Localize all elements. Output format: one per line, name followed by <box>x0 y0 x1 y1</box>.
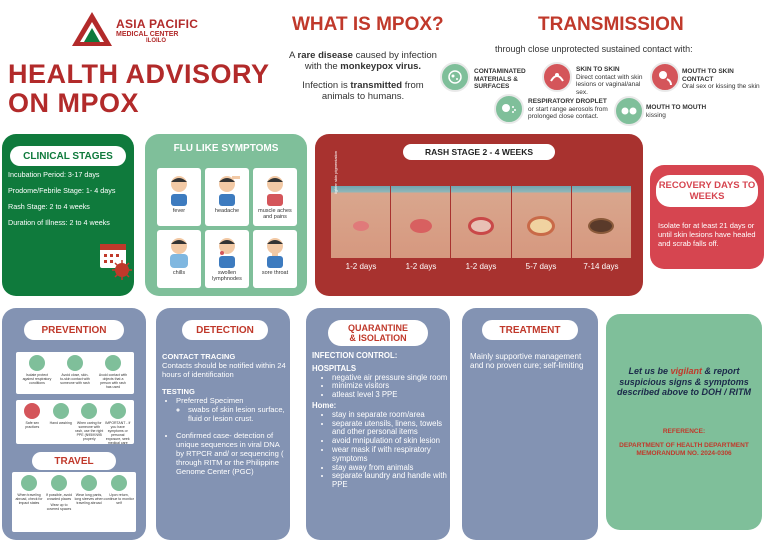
rash-progression-images <box>331 186 632 258</box>
transmission-item-surfaces: CONTAMINATED MATERIALS & SURFACES <box>474 68 526 90</box>
ppe-icon <box>81 403 98 419</box>
flu-symptoms-title: FLU LIKE SYMPTOMS <box>173 143 279 154</box>
sore-throat-icon <box>267 238 283 268</box>
rash-stage-title: RASH STAGE 2 - 4 WEEKS <box>403 144 555 160</box>
reference-text: DEPARTMENT OF HEALTH DEPARTMENT MEMORAND… <box>619 442 749 457</box>
calendar-virus-icon <box>100 244 132 280</box>
vigilant-message: Let us be vigilant & report suspicious s… <box>616 366 752 397</box>
transmission-subtitle: through close unprotected sustained cont… <box>495 44 693 54</box>
crowd-icon <box>51 475 67 491</box>
rash-image-day1 <box>331 186 391 258</box>
mask-icon <box>29 355 45 371</box>
symptom-swollen-lymphnodes: swollen lymphnodes <box>205 230 249 288</box>
symptom-fever: fever <box>157 168 201 226</box>
symptom-headache: headache <box>205 168 249 226</box>
travel-check-icon <box>21 475 37 491</box>
symptom-muscle-aches: muscle aches and pains <box>253 168 297 226</box>
what-is-mpox-text: A rare disease caused by infection with … <box>289 50 437 102</box>
travel-panel: When traveling abroad, check for impact … <box>12 472 136 532</box>
prevention-panel-1: Isolate protect against respiratory cond… <box>16 352 134 394</box>
hospital-logo-text: ASIA PACIFIC MEDICAL CENTER ILOILO <box>116 17 199 45</box>
recovery-card: RECOVERY DAYS TO WEEKS Isolate for at le… <box>650 165 764 269</box>
travel-title: TRAVEL <box>32 452 116 470</box>
rash-image-day5 <box>571 186 632 258</box>
contaminated-surfaces-icon <box>440 62 470 92</box>
flu-symptoms-card: FLU LIKE SYMPTOMS fever headache muscle … <box>145 134 307 296</box>
treatment-text: Mainly supportive management and no prov… <box>470 352 584 370</box>
hospital-logo-icon <box>72 12 112 46</box>
clothing-icon <box>81 475 97 491</box>
rash-side-label: lighter skin pigmentation <box>333 150 338 194</box>
treatment-card: TREATMENT Mainly supportive management a… <box>462 308 598 540</box>
rash-days-labels: 1-2 days 1-2 days 1-2 days 5-7 days 7-14… <box>345 262 619 271</box>
rash-image-day2 <box>391 186 451 258</box>
headache-icon <box>219 176 240 206</box>
rash-stage-card: RASH STAGE 2 - 4 WEEKS lighter skin pigm… <box>315 134 643 296</box>
prevention-panel-2: Safe sex practices Hand washing When car… <box>16 400 134 445</box>
symptom-chills: chills <box>157 230 201 288</box>
prevention-card: PREVENTION Isolate protect against respi… <box>2 308 146 540</box>
no-contact-icon <box>67 355 83 371</box>
mouth-to-mouth-icon <box>614 96 644 126</box>
lymphnodes-icon <box>219 238 235 268</box>
quarantine-body: INFECTION CONTROL: HOSPITALS negative ai… <box>312 351 448 490</box>
prevention-title: PREVENTION <box>24 320 124 340</box>
skin-to-skin-icon <box>542 62 572 92</box>
doctor-icon <box>109 403 126 419</box>
chills-icon <box>170 238 188 268</box>
rash-image-day4 <box>511 186 571 258</box>
reference-heading: REFERENCE: <box>662 428 706 435</box>
muscle-ache-icon <box>267 176 283 206</box>
recovery-title: RECOVERY DAYS TO WEEKS <box>656 175 758 207</box>
detection-body: CONTACT TRACING Contacts should be notif… <box>162 352 288 476</box>
safe-sex-icon <box>24 403 41 419</box>
detection-card: DETECTION CONTACT TRACING Contacts shoul… <box>156 308 290 540</box>
treatment-title: TREATMENT <box>482 320 578 340</box>
hand-washing-icon <box>52 403 69 419</box>
flu-symptoms-grid: fever headache muscle aches and pains ch… <box>157 168 297 288</box>
quarantine-card: QUARANTINE& ISOLATION INFECTION CONTROL:… <box>306 308 450 540</box>
clinical-stages-card: CLINICAL STAGES Incubation Period: 3-17 … <box>2 134 134 296</box>
transmission-title: TRANSMISSION <box>538 14 684 35</box>
monitor-self-icon <box>111 475 127 491</box>
page-title: HEALTH ADVISORY ON MPOX <box>8 59 270 118</box>
rash-image-day3 <box>451 186 511 258</box>
what-is-mpox-title: WHAT IS MPOX? <box>292 14 444 35</box>
fever-icon <box>171 176 187 206</box>
quarantine-title: QUARANTINE& ISOLATION <box>328 320 428 346</box>
recovery-text: Isolate for at least 21 days or until sk… <box>658 221 756 248</box>
detection-title: DETECTION <box>182 320 268 340</box>
clinical-stages-list: Incubation Period: 3-17 days Prodome/Feb… <box>8 170 116 227</box>
mouth-to-skin-icon <box>650 62 680 92</box>
clinical-stages-title: CLINICAL STAGES <box>10 146 126 166</box>
objects-icon <box>105 355 121 371</box>
symptom-sore-throat: sore throat <box>253 230 297 288</box>
respiratory-droplet-icon <box>494 94 524 124</box>
vigilant-card: Let us be vigilant & report suspicious s… <box>606 314 762 530</box>
